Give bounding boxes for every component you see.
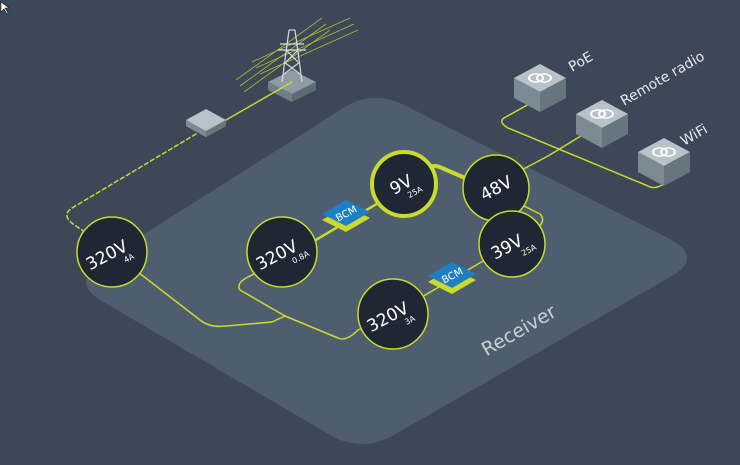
device-label-poe: PoE xyxy=(566,49,596,76)
device-label-wifi: WiFi xyxy=(678,121,711,149)
node-9v-25a: 9V 25A xyxy=(370,150,438,218)
transceiver-icon xyxy=(589,109,615,119)
node-320v-0-8a: 320V 0.8A xyxy=(246,216,318,288)
power-converter-box-icon xyxy=(186,109,226,137)
node-48v: 48V xyxy=(462,154,530,222)
bcm-module-lower: BCM xyxy=(428,262,476,294)
device-wifi: WiFi xyxy=(638,121,711,186)
source-node-320v-4a: 320V 4A xyxy=(76,216,148,288)
bcm-module-upper: BCM xyxy=(322,200,370,232)
transmission-tower-icon xyxy=(235,17,359,102)
receiver-plate xyxy=(86,97,687,444)
mouse-cursor-icon xyxy=(0,1,10,15)
transceiver-icon xyxy=(651,147,677,157)
node-39v-25a: 39V 25A xyxy=(478,210,546,278)
transceiver-icon xyxy=(527,73,553,83)
node-320v-3a: 320V 3A xyxy=(357,278,429,350)
device-label-remote-radio: Remote radio xyxy=(618,49,708,110)
device-poe: PoE xyxy=(514,49,596,112)
